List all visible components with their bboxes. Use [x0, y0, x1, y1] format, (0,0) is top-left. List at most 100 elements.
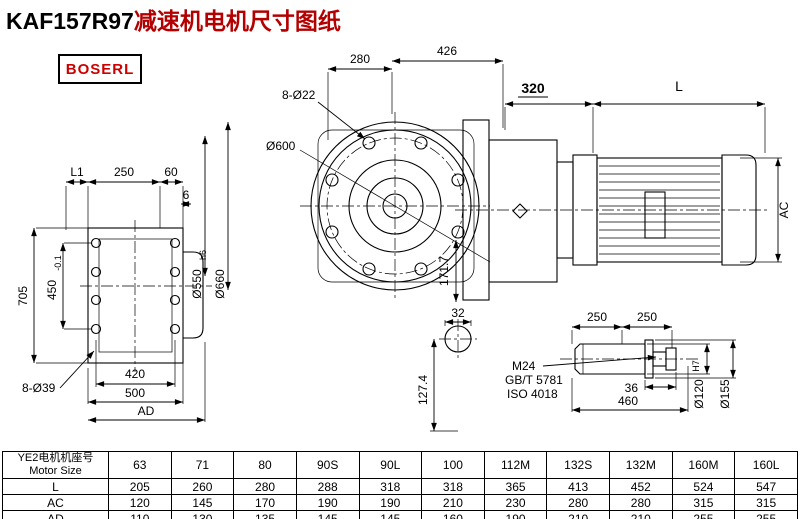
table-cell: 260: [170, 478, 235, 495]
dim-705-label: 705: [16, 286, 30, 306]
flange-face-view: Ø600 8-Ø22 280 426: [266, 44, 504, 300]
dim-o660-label: Ø660: [213, 269, 227, 299]
table-cell: 255: [671, 510, 736, 519]
table-cell: 90L: [358, 451, 423, 479]
dim-250-b-label: 250: [637, 310, 657, 324]
dim-420-label: 420: [125, 367, 145, 381]
dim-o155-label: Ø155: [718, 379, 732, 409]
table-cell: 100: [421, 451, 485, 479]
label-m24: M24: [512, 359, 536, 373]
table-cell: 170: [233, 494, 297, 511]
side-view-gearmotor: 320 L AC 171.7: [437, 78, 791, 302]
table-cell: 318: [421, 478, 485, 495]
table-header-row: YE2电机机座号 Motor Size 63 71 80 90S 90L 100…: [2, 451, 798, 479]
table-cell: 130: [170, 510, 235, 519]
table-cell: 145: [358, 510, 423, 519]
row-label: AC: [2, 494, 109, 511]
boserl-logo-text: BOSERL: [65, 60, 135, 78]
dim-o120-tolerance: H7: [691, 360, 701, 372]
table-cell: 63: [108, 451, 172, 479]
dim-250-a-label: 250: [587, 310, 607, 324]
table-cell: 90S: [295, 451, 360, 479]
dim-450-tolerance: -0.1: [53, 255, 63, 271]
technical-drawing: L1 250 60 6 705 450 -0.1 8-Ø39 420 500: [16, 44, 791, 432]
dim-320-label: 320: [521, 80, 545, 96]
dim-460-label: 460: [618, 394, 638, 408]
dim-o600-label: Ø600: [266, 139, 296, 153]
table-cell: 132M: [609, 451, 673, 479]
table-cell: 112M: [483, 451, 548, 479]
dim-32-label: 32: [451, 306, 465, 320]
table-cell: 205: [108, 478, 172, 495]
table-cell: 145: [170, 494, 235, 511]
label-8-o39: 8-Ø39: [22, 381, 56, 395]
table-cell: 547: [734, 478, 798, 495]
front-view-flange: L1 250 60 6 705 450 -0.1 8-Ø39 420 500: [16, 165, 212, 423]
table-cell: 210: [609, 510, 673, 519]
table-row-L: L 205 260 280 288 318 318 365 413 452 52…: [2, 478, 798, 495]
dim-AC-label: AC: [777, 201, 791, 218]
page-title: KAF157R97减速机电机尺寸图纸: [6, 2, 341, 36]
table-cell: 120: [108, 494, 172, 511]
row-label: L: [2, 478, 109, 495]
dim-L1-label: L1: [70, 165, 84, 179]
dim-o120-label: Ø120: [692, 379, 706, 409]
row-label: AD: [2, 510, 109, 519]
dim-171-7-label: 171.7: [437, 256, 451, 286]
table-cell: 315: [671, 494, 736, 511]
table-cell: 280: [233, 478, 297, 495]
table-header-motor-size: YE2电机机座号 Motor Size: [2, 451, 109, 479]
table-cell: 145: [295, 510, 360, 519]
label-iso-4018: ISO 4018: [507, 387, 558, 401]
table-cell: 160: [421, 510, 485, 519]
dim-280-label: 280: [350, 52, 370, 66]
table-cell: 280: [609, 494, 673, 511]
dim-o550-label: Ø550: [190, 269, 204, 299]
table-cell: 280: [546, 494, 610, 511]
dim-450-label: 450: [45, 280, 59, 300]
motor-dimension-table: YE2电机机座号 Motor Size 63 71 80 90S 90L 100…: [2, 451, 798, 519]
table-cell: 160M: [671, 451, 736, 479]
dim-AD-label: AD: [138, 404, 155, 418]
table-cell: 160L: [734, 451, 798, 479]
label-gbt-5781: GB/T 5781: [505, 373, 563, 387]
table-cell: 132S: [546, 451, 610, 479]
title-suffix: 减速机电机尺寸图纸: [133, 8, 341, 34]
motor-size-label-cn: YE2电机机座号: [17, 452, 94, 465]
dim-36-label: 36: [625, 381, 639, 395]
dim-127-4-label: 127.4: [416, 375, 430, 405]
table-cell: 365: [483, 478, 548, 495]
table-cell: 318: [358, 478, 423, 495]
table-cell: 71: [170, 451, 235, 479]
flange-diameter-dims: Ø550 h6 Ø660: [190, 122, 231, 299]
output-shaft-detail: 250 250 M24 GB/T 5781 ISO 4018 36 460 Ø: [505, 310, 736, 413]
table-cell: 190: [358, 494, 423, 511]
table-cell: 288: [295, 478, 360, 495]
dim-o550-tolerance: h6: [198, 250, 208, 260]
dim-426-label: 426: [437, 44, 457, 58]
motor-fins: [599, 165, 720, 255]
table-cell: 524: [671, 478, 736, 495]
boserl-logo: BOSERL: [58, 54, 142, 84]
table-row-AD: AD 110 130 135 145 145 160 190 210 210 2…: [2, 510, 798, 519]
dim-500-label: 500: [125, 386, 145, 400]
motor-size-label-en: Motor Size: [29, 465, 82, 477]
dim-60-label: 60: [164, 165, 178, 179]
table-row-AC: AC 120 145 170 190 190 210 230 280 280 3…: [2, 494, 798, 511]
table-cell: 190: [483, 510, 548, 519]
label-8-o22: 8-Ø22: [282, 88, 316, 102]
table-cell: 315: [734, 494, 798, 511]
table-cell: 190: [295, 494, 360, 511]
dim-250-left-label: 250: [114, 165, 134, 179]
table-cell: 255: [734, 510, 798, 519]
table-cell: 210: [546, 510, 610, 519]
dim-L-label: L: [675, 78, 683, 94]
title-model: KAF157R97: [6, 8, 134, 34]
dim-6-label: 6: [183, 188, 190, 202]
shaft-end-view: 32 127.4: [416, 306, 477, 432]
table-cell: 452: [609, 478, 673, 495]
table-cell: 135: [233, 510, 297, 519]
table-cell: 210: [421, 494, 485, 511]
table-cell: 110: [108, 510, 172, 519]
